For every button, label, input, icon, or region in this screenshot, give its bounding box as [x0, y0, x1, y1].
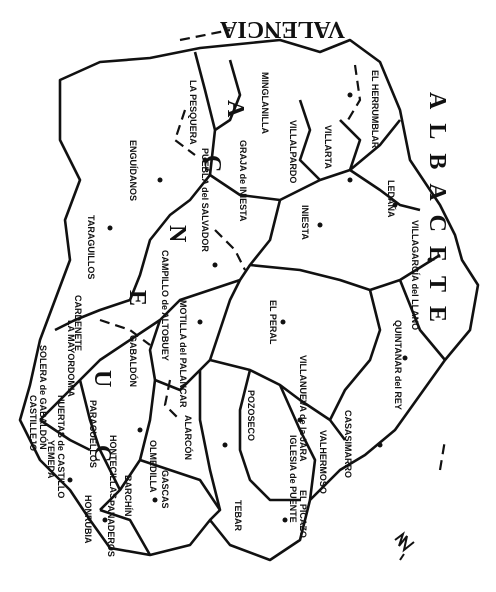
valencia-label: VALENCIA — [219, 16, 345, 42]
albacete-label: ALBACETE — [424, 92, 450, 336]
municipal-borders — [39, 51, 446, 556]
signature-mark — [394, 531, 415, 561]
place-label: EL HERRUMBLAR — [370, 70, 380, 149]
province-letter-n: N — [164, 225, 190, 243]
place-label: BARCHÍN — [123, 475, 133, 517]
place-label: POZOSECO — [246, 390, 256, 441]
place-label: VILLANUEVA de la JARA — [298, 355, 308, 462]
place-label: HUERTAS de CASTILLO — [56, 395, 66, 498]
place-label: VILLALPARDO — [288, 120, 298, 183]
dashed-borders — [99, 28, 447, 471]
place-label: YEMEDA — [46, 440, 56, 479]
province-letter-c1: C — [89, 445, 115, 462]
province-letter-u: U — [89, 370, 115, 387]
settlement-dots — [67, 92, 433, 523]
place-label: INIESTA — [300, 205, 310, 240]
place-label: VILLARTA — [323, 125, 333, 169]
place-label: GASCAS — [160, 470, 170, 509]
place-label: HONTECILLAS — [108, 435, 118, 499]
place-label: TARAGUILLOS — [86, 215, 96, 279]
place-label: EL PERAL — [268, 300, 278, 345]
place-label: QUINTANAR del REY — [393, 320, 403, 410]
place-label: MINGLANILLA — [260, 72, 270, 134]
province-letter-c2: C — [199, 155, 225, 172]
place-label: HONRUBIA — [83, 495, 93, 544]
place-label: LA PESQUERA — [188, 80, 198, 145]
place-label: CASASIMARRO — [343, 410, 353, 478]
place-label: GABALDÓN — [128, 335, 139, 387]
place-label: TEBAR — [233, 500, 243, 531]
place-label: GRAJA de INIESTA — [238, 140, 248, 222]
place-label: CASTILLEJO — [28, 395, 38, 451]
place-label: SOLERA de GABALDÓN — [38, 345, 49, 450]
place-label: LEDAÑA — [386, 180, 396, 218]
place-label: IGLESIA de PUENTE — [288, 435, 298, 523]
province-letter-e: E — [124, 290, 150, 306]
province-letter-a: A — [222, 100, 248, 118]
place-label: ENGUÍDANOS — [128, 140, 138, 201]
place-label: EL PICAZO — [298, 490, 308, 538]
place-label: ALARCÓN — [183, 415, 194, 460]
place-label: CARDENETE — [73, 295, 83, 351]
place-label: PARACUELLOS — [88, 400, 98, 468]
place-label: CAMPILLO de ALTOBUEY — [160, 250, 170, 361]
place-label: VILLAGARCÍA del LLANO — [410, 220, 420, 330]
place-label: MOTILLA del PALANCAR — [178, 300, 188, 408]
place-labels: LA PESQUERA ENGUÍDANOS MINGLANILLA PUEBL… — [28, 70, 420, 557]
place-label: OLMEDILLA — [148, 440, 158, 493]
place-label: PANADEROS — [106, 500, 116, 557]
place-label: PUEBLA del SALVADOR — [200, 148, 210, 252]
province-outline — [18, 38, 480, 562]
place-label: LA MAYORDOMIA — [66, 320, 76, 397]
place-label: VALHERMOSO — [318, 430, 328, 494]
